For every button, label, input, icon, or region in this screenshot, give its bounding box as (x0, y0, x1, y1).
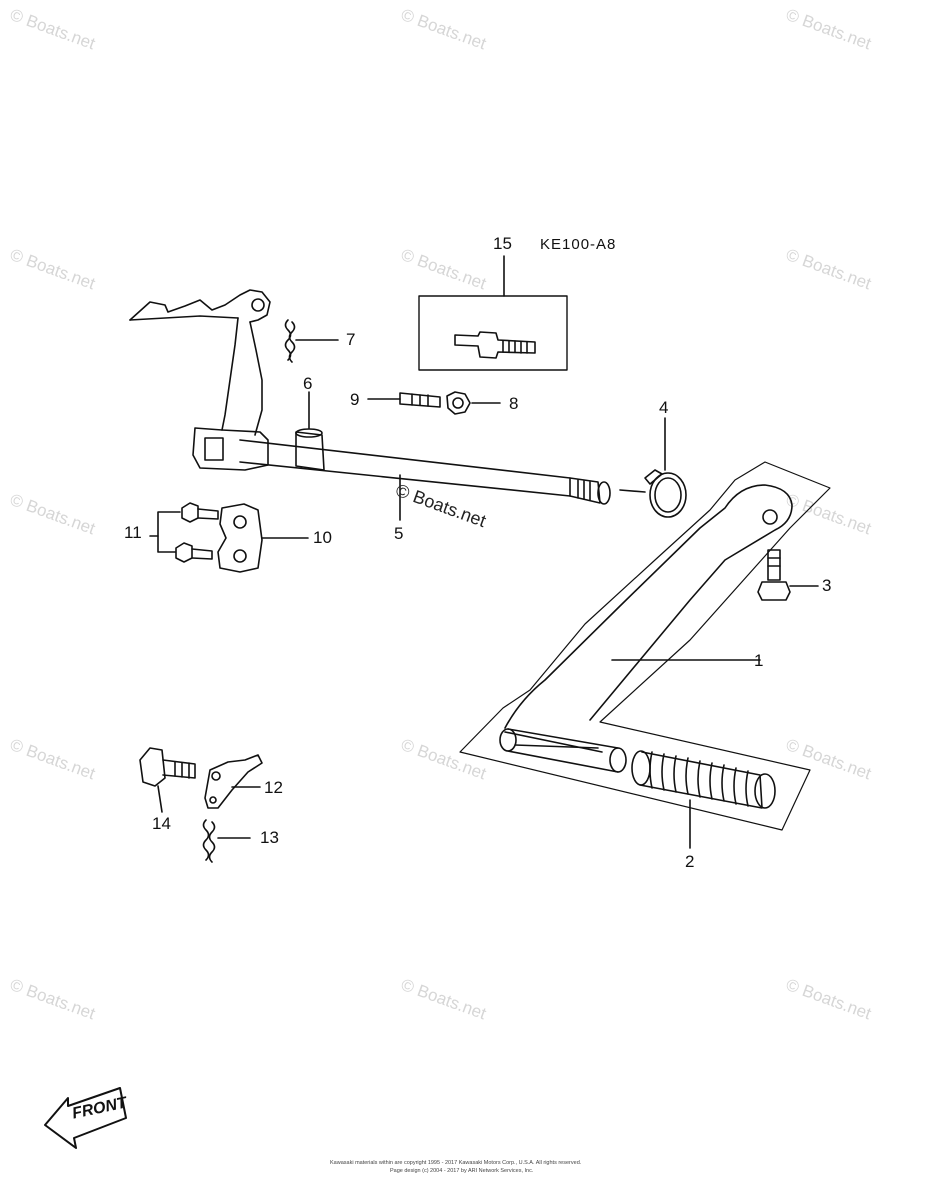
callout-9: 9 (350, 390, 360, 409)
spring-7 (284, 319, 339, 363)
diagram-code: KE100-A8 (540, 236, 617, 253)
callout-7: 7 (346, 330, 356, 349)
callout-1: 1 (754, 651, 764, 670)
spring-13 (202, 819, 251, 863)
copyright-line: Kawasaki materials within are copyright … (330, 1160, 582, 1166)
front-arrow-icon (44, 1087, 127, 1149)
bolt-3 (757, 549, 819, 601)
bolt-14 (139, 747, 196, 813)
shift-shaft (239, 391, 611, 521)
pedal-1 (459, 461, 831, 831)
callout-10: 10 (313, 528, 332, 547)
callout-14: 14 (152, 814, 171, 833)
callout-12: 12 (264, 778, 283, 797)
plate-and-bolts (149, 502, 309, 573)
callout-2: 2 (685, 852, 695, 871)
callout-3: 3 (822, 576, 832, 595)
callout-8: 8 (509, 394, 519, 413)
page-design-line: Page design (c) 2004 - 2017 by ARI Netwo… (390, 1168, 534, 1174)
stud-and-nut (367, 391, 501, 415)
plate-12 (204, 754, 263, 809)
shift-arm (129, 289, 271, 471)
rubber-2 (631, 750, 776, 849)
callout-6: 6 (303, 374, 313, 393)
callout-4: 4 (659, 398, 669, 417)
callout-13: 13 (260, 828, 279, 847)
callout-15: 15 (493, 234, 512, 253)
callout-5: 5 (394, 524, 404, 543)
callout-11: 11 (124, 523, 142, 542)
circlip-4 (619, 417, 687, 518)
part-15-box (418, 255, 568, 371)
